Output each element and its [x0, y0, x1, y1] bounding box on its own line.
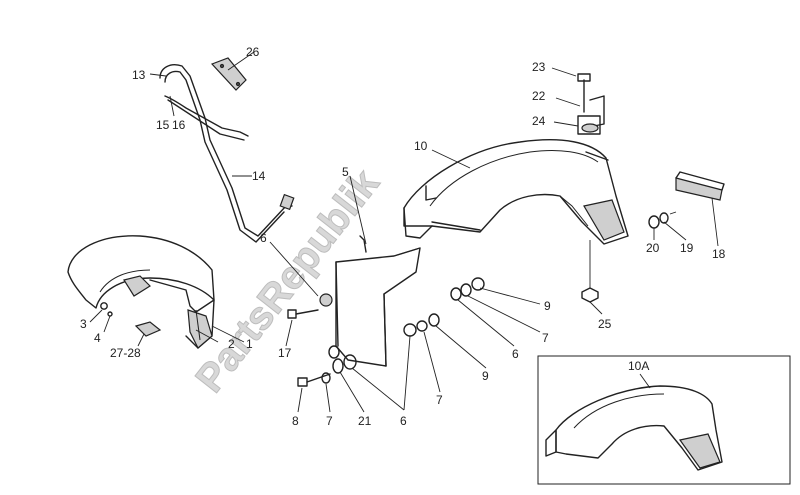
reflector-27-28 — [134, 321, 162, 337]
callout-10a: 10A — [628, 359, 649, 373]
callout-22: 22 — [532, 89, 546, 103]
nut-3 — [100, 302, 108, 310]
callout-10: 10 — [414, 139, 428, 153]
rear-mudguard — [403, 139, 629, 245]
callout-16: 16 — [172, 118, 186, 132]
hinge-bracket — [577, 73, 605, 135]
front-mudguard — [67, 235, 215, 349]
inset-box-10a — [537, 355, 791, 485]
spacer-6 — [319, 293, 333, 307]
callout-2: 2 — [228, 337, 235, 351]
callout-3: 3 — [80, 317, 87, 331]
callout-7-lower-left: 7 — [326, 414, 333, 428]
callout-21: 21 — [358, 414, 372, 428]
callout-27-28: 27-28 — [110, 346, 141, 360]
callout-26: 26 — [246, 45, 260, 59]
callout-19: 19 — [680, 241, 694, 255]
grab-rail — [159, 64, 295, 243]
callout-9-lower: 9 — [482, 369, 489, 383]
callout-18: 18 — [712, 247, 726, 261]
callout-8: 8 — [292, 414, 299, 428]
callout-7-lower-mid: 7 — [436, 393, 443, 407]
washer-6b — [343, 354, 357, 370]
callout-4: 4 — [94, 331, 101, 345]
callout-15: 15 — [156, 118, 170, 132]
callout-13: 13 — [132, 68, 146, 82]
callout-1: 1 — [246, 337, 253, 351]
callout-25: 25 — [598, 317, 612, 331]
callout-labels: 26 13 15 16 14 23 22 24 10 5 6 3 4 2 1 2… — [80, 45, 726, 428]
washer-21 — [332, 358, 344, 374]
callout-17: 17 — [278, 346, 292, 360]
nut-25 — [581, 287, 599, 303]
callout-5: 5 — [342, 165, 349, 179]
washer-20 — [648, 215, 660, 229]
callout-14: 14 — [252, 169, 266, 183]
leader-lines — [89, 51, 719, 413]
callout-7-right: 7 — [542, 331, 549, 345]
license-bracket — [335, 235, 421, 367]
washer-7a — [321, 372, 331, 384]
washer-4 — [107, 311, 113, 317]
nut-9 — [428, 313, 440, 327]
bolt-17 — [287, 309, 319, 319]
rail-end-bracket — [279, 193, 295, 211]
callout-6-lower: 6 — [400, 414, 407, 428]
inset-mudguard-10a — [545, 385, 723, 471]
callout-6-right: 6 — [512, 347, 519, 361]
callout-20: 20 — [646, 241, 660, 255]
washer-7 — [416, 320, 428, 332]
rear-reflector — [675, 171, 725, 201]
callout-24: 24 — [532, 114, 546, 128]
callout-6-upper: 6 — [260, 231, 267, 245]
plate-part-26 — [210, 57, 247, 91]
bolt-8 — [297, 373, 331, 387]
nut-19 — [659, 212, 669, 224]
washer-6 — [403, 323, 417, 337]
callout-23: 23 — [532, 60, 546, 74]
callout-9-right: 9 — [544, 299, 551, 313]
